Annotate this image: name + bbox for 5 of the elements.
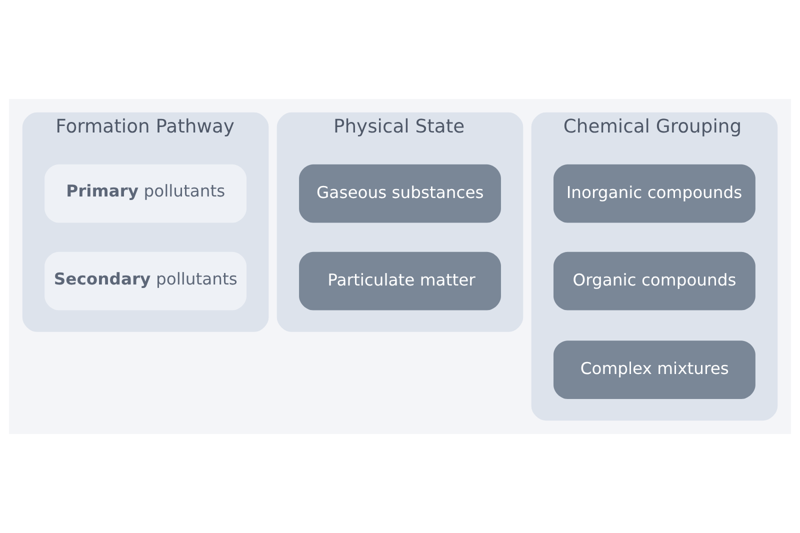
node-box: Organic compounds (554, 252, 756, 310)
node-box: Particulate matter (299, 252, 501, 310)
node-box: Gaseous substances (299, 164, 501, 223)
node-box: Complex mixtures (554, 340, 756, 399)
node-box: Inorganic compounds (554, 164, 756, 223)
